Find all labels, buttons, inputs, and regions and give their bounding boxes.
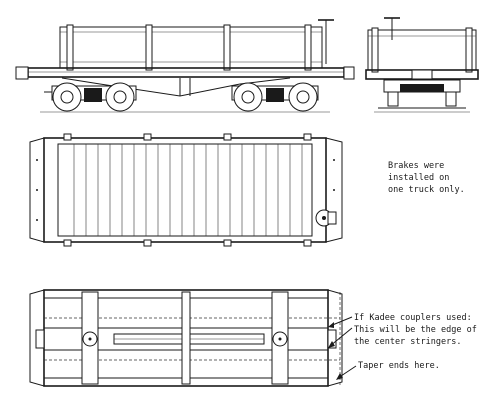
brakes-note-line-3: one truck only.	[388, 185, 465, 195]
side-elevation-view	[15, 19, 355, 113]
brakes-note: Brakes were installed on one truck only.	[388, 160, 465, 196]
right-truck	[231, 82, 319, 112]
kadee-note-line-2: This will be the edge of	[354, 325, 477, 335]
end-elevation-view	[365, 17, 479, 113]
kadee-note-line-3: the center stringers.	[354, 337, 462, 347]
leader-arrows	[328, 316, 357, 380]
brakes-note-line-2: installed on	[388, 173, 450, 183]
taper-note-line: Taper ends here.	[358, 361, 440, 371]
top-plan-view	[29, 133, 343, 247]
taper-note: Taper ends here.	[358, 360, 440, 372]
stake-pockets	[63, 133, 312, 247]
kadee-note: If Kadee couplers used: This will be the…	[354, 312, 477, 348]
kadee-note-line-1: If Kadee couplers used:	[354, 313, 472, 323]
side-stakes	[66, 24, 312, 71]
left-truck	[44, 82, 137, 112]
deck-planks	[73, 144, 303, 236]
underframe-view	[29, 289, 343, 387]
brakes-note-line-1: Brakes were	[388, 161, 445, 171]
